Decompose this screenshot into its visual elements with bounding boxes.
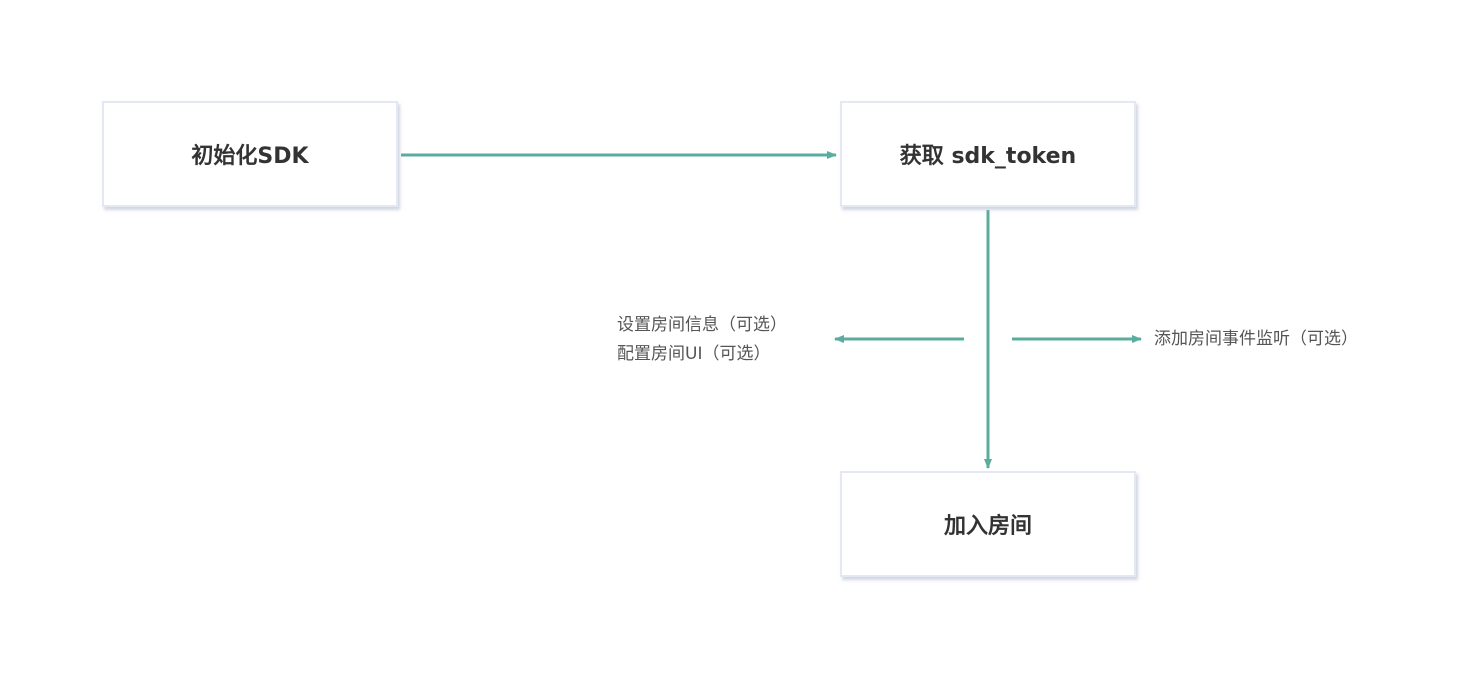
node-join-room-label: 加入房间	[943, 514, 1032, 539]
node-init-sdk-label: 初始化SDK	[191, 144, 309, 169]
note-add-room-event-listener: 添加房间事件监听（可选）	[1154, 329, 1358, 349]
node-join-room: 加入房间	[840, 471, 1136, 577]
node-get-sdk-token-label: 获取 sdk_token	[899, 144, 1077, 169]
note-optional-room-settings: 设置房间信息（可选） 配置房间UI（可选）	[617, 311, 787, 369]
note-configure-room-ui: 配置房间UI（可选）	[617, 344, 771, 364]
note-set-room-info: 设置房间信息（可选）	[617, 315, 787, 335]
node-get-sdk-token: 获取 sdk_token	[840, 101, 1136, 207]
node-init-sdk: 初始化SDK	[102, 101, 398, 207]
